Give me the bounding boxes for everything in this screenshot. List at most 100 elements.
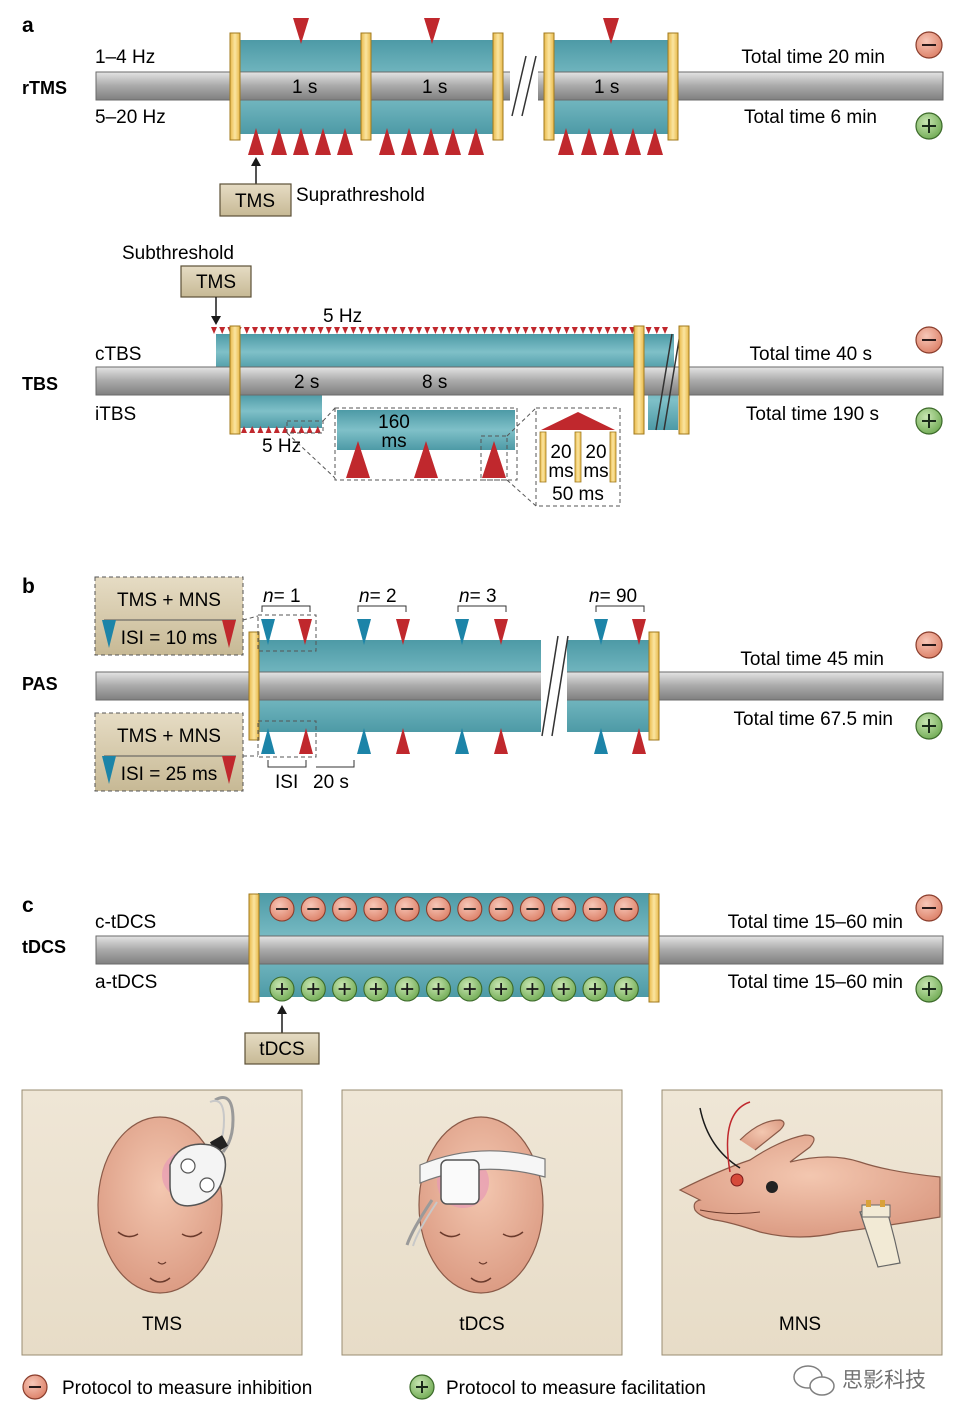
illustration-tdcs: tDCS: [341, 1089, 623, 1356]
ctbs-pulse: [522, 327, 529, 334]
ctbs-pulse: [514, 327, 521, 334]
tbs-row-label: TBS: [22, 374, 58, 394]
ctbs-pulse: [407, 327, 414, 334]
plus-icon: [409, 1374, 435, 1400]
minus-icon: [613, 896, 639, 922]
plus-icon: [300, 976, 326, 1002]
ctbs-pulse: [465, 327, 472, 334]
ctbs-pulse: [432, 327, 439, 334]
pas-boundaries: [248, 631, 660, 741]
ctbs-pulse: [293, 327, 299, 334]
rtms-high-freq-pulses: [248, 128, 663, 155]
ctbs-pulse: [662, 327, 668, 334]
suprathreshold-label: Suprathreshold: [296, 185, 425, 206]
rtms-tms-box-label: TMS: [235, 191, 275, 212]
ctbs-pulse: [473, 327, 480, 334]
plus-icon: [582, 976, 608, 1002]
itbs-pulse: [273, 426, 280, 433]
rtms-tms-box: [219, 183, 292, 217]
itbs-pulse: [257, 426, 264, 433]
ctbs-pulse: [252, 327, 258, 334]
ctbs-pulse: [621, 327, 627, 334]
ctbs-pulse: [383, 327, 390, 334]
pulse-gap-1-value: 20: [550, 442, 571, 463]
pas-isi-label: ISI: [275, 772, 298, 793]
ctbs-pulse: [391, 327, 398, 334]
ctbs-pulse: [547, 327, 554, 334]
minus-icon: [551, 896, 577, 922]
minus-icon: [457, 896, 483, 922]
ctbs-pulse: [440, 327, 447, 334]
panel-letter-a: a: [22, 14, 34, 37]
ctbs-pulse: [243, 327, 250, 334]
ctbs-pulse: [276, 327, 283, 334]
plus-icon: [332, 976, 358, 1002]
nerve-stimulation-electrodes-icon: [699, 1101, 901, 1268]
itbs-off-time: 8 s: [422, 372, 447, 393]
plus-icon: [613, 976, 639, 1002]
rtms-low-freq-pulses: [293, 18, 619, 44]
illustration-mns: MNS: [661, 1089, 943, 1356]
itbs-pulse: [306, 426, 313, 433]
ctbs-pulse: [334, 327, 340, 334]
ctbs-pulse: [211, 327, 217, 334]
itbs-pulse: [298, 426, 305, 433]
ctbs-block: [216, 334, 674, 370]
pas-top-markers: [261, 619, 646, 645]
ctbs-pulse: [416, 327, 422, 334]
ctbs-pulse: [325, 327, 332, 334]
minus-icon: [488, 896, 514, 922]
ctbs-pulse: [530, 327, 537, 334]
rtms-block-duration-1: 1 s: [292, 77, 317, 98]
itbs-pulse: [314, 426, 321, 433]
illustration-tms: TMS: [21, 1089, 303, 1356]
minus-icon: [394, 896, 420, 922]
panel-a: a rTMS 1–4 Hz 5–20 Hz 1 s 1 s 1 s: [22, 14, 944, 217]
tbs-top-frequency: 5 Hz: [323, 306, 362, 327]
minus-icon: [582, 896, 608, 922]
pas-bottom-markers: [261, 728, 646, 754]
plus-icon: [488, 976, 514, 1002]
ctbs-pulse: [481, 327, 488, 334]
plus-icon: [394, 976, 420, 1002]
tbs-tms-box: [180, 265, 252, 298]
rtms-total-inhibition: Total time 20 min: [741, 47, 885, 68]
ctbs-pulse: [653, 327, 660, 334]
itbs-pulse: [290, 426, 297, 433]
minus-icon: [269, 896, 295, 922]
pas-timeline: [95, 671, 944, 701]
tdcs-total-facilitation: Total time 15–60 min: [728, 972, 903, 993]
tdcs-box-label: tDCS: [259, 1039, 304, 1060]
minus-icon: [425, 896, 452, 922]
svg-text:n= 1: n= 1: [263, 586, 301, 607]
ctbs-pulse: [424, 327, 431, 334]
ctbs-pulse: [645, 327, 652, 334]
itbs-pulse: [249, 426, 256, 433]
pas-bottom-box-title: TMS + MNS: [117, 726, 221, 747]
tms-coil-icon: [169, 1096, 235, 1207]
rtms-high-frequency: 5–20 Hz: [95, 107, 166, 128]
head-icon: [97, 1116, 223, 1294]
plus-icon: [363, 976, 389, 1002]
ctbs-pulse: [571, 327, 578, 334]
subthreshold-label: Subthreshold: [122, 243, 234, 264]
panel-letter-c: c: [22, 894, 34, 917]
plus-icon: [519, 976, 545, 1002]
mns-illustration-label: MNS: [779, 1314, 821, 1335]
pas-pair-labels: n= 1 n= 2 n= 3 n= 90: [261, 586, 645, 612]
rtms-row-label: rTMS: [22, 78, 67, 98]
ctbs-pulse: [580, 327, 586, 334]
pas-total-inhibition: Total time 45 min: [740, 649, 884, 670]
pas-interval-label: 20 s: [313, 772, 349, 793]
rtms-block-duration-2: 1 s: [422, 77, 447, 98]
plus-icon: [915, 975, 943, 1003]
ctbs-pulse: [489, 327, 496, 334]
ctbs-pulse: [506, 327, 513, 334]
ctbs-pulse: [448, 327, 455, 334]
ctbs-pulse: [219, 327, 226, 334]
tdcs-boundaries: [248, 893, 660, 1003]
ctbs-pulse: [317, 327, 324, 334]
minus-icon: [22, 1374, 48, 1400]
tdcs-electrode-icon: [405, 1150, 546, 1247]
